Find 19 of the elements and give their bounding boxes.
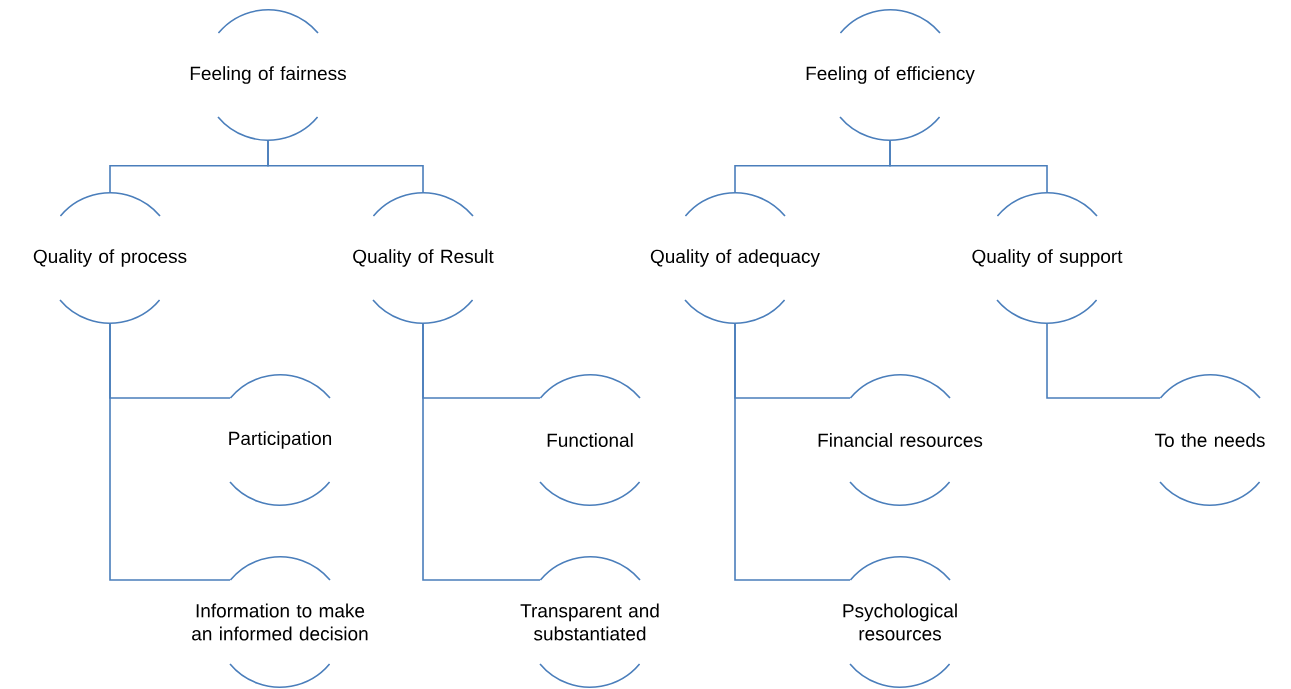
arc-node: Feeling of fairness [190, 8, 346, 142]
connector-line [889, 140, 1048, 193]
arc-node: Transparent and substantiated [520, 556, 659, 689]
arc-node: Financial resources [818, 374, 983, 507]
arc-node: Quality of Result [353, 192, 494, 325]
arc-node: Feeling of efficiency [806, 8, 975, 142]
connector-line [422, 323, 541, 581]
arc-node: Quality of adequacy [650, 192, 820, 325]
arc-node: Participation [229, 374, 332, 507]
connector-line [734, 323, 851, 581]
connector-line [1046, 323, 1161, 399]
connector-line [267, 140, 424, 193]
arc-node: Quality of process [33, 192, 187, 325]
connector-line [109, 323, 231, 581]
arc-node: To the needs [1155, 374, 1265, 507]
arc-node: Information to make an informed decision [192, 556, 368, 689]
arc-node: Psychological resources [843, 556, 957, 689]
arc-node: Quality of support [972, 192, 1123, 325]
arc-node: Functional [539, 374, 641, 507]
